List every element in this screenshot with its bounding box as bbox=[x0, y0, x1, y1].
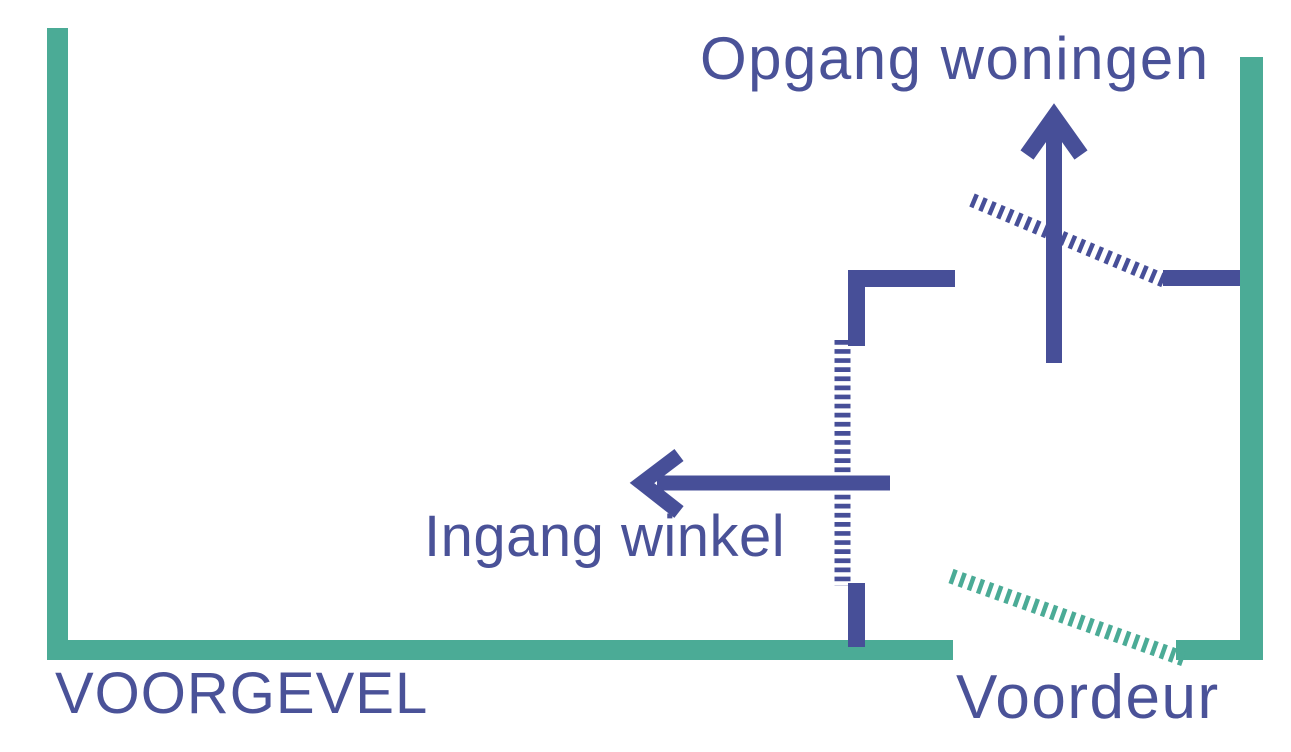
label-opgang-woningen: Opgang woningen bbox=[700, 25, 1210, 92]
left-arrow bbox=[629, 449, 890, 518]
interior-wall-right-stub bbox=[1163, 270, 1240, 286]
left-arrow-head bbox=[629, 449, 684, 518]
label-voorgevel: VOORGEVEL bbox=[55, 661, 429, 726]
bottom-facade-wall-right bbox=[1176, 640, 1263, 660]
right-facade-wall bbox=[1240, 57, 1263, 660]
label-voordeur: Voordeur bbox=[956, 663, 1220, 732]
label-ingang-winkel: Ingang winkel bbox=[424, 504, 786, 569]
interior-wall-vertical-top bbox=[848, 270, 865, 346]
bottom-facade-wall-left bbox=[47, 640, 953, 660]
up-arrow bbox=[1020, 103, 1088, 363]
left-facade-wall bbox=[47, 28, 68, 660]
interior-wall-vertical-bottom bbox=[848, 583, 865, 647]
interior-wall-horizontal bbox=[848, 270, 955, 287]
up-arrow-head bbox=[1020, 103, 1088, 160]
apartment-door-open-swing bbox=[969, 193, 1170, 289]
front-door-open-swing bbox=[948, 568, 1187, 667]
